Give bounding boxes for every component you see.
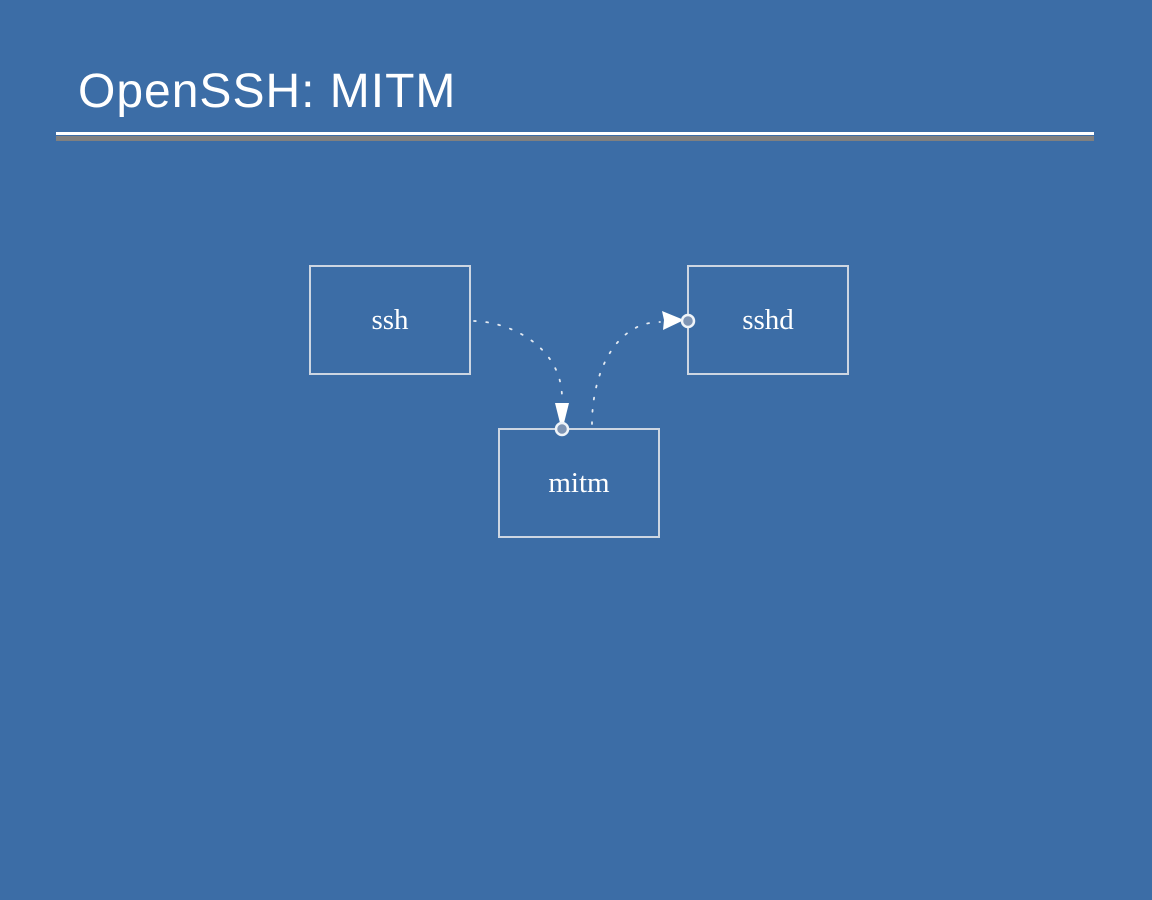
node-label-mitm: mitm <box>548 466 610 499</box>
title-underline-highlight <box>56 132 1094 135</box>
node-label-sshd: sshd <box>742 303 794 336</box>
title-underline-shadow <box>56 136 1094 141</box>
node-box-sshd: sshd <box>687 265 849 375</box>
connector-ssh-to-mitm <box>473 320 570 437</box>
arrowhead-right-icon <box>662 311 684 330</box>
node-label-ssh: ssh <box>371 303 409 336</box>
connector-mitm-to-sshd <box>591 311 696 425</box>
node-box-ssh: ssh <box>309 265 471 375</box>
slide-title: OpenSSH: MITM <box>78 65 457 118</box>
connector-mitm-to-sshd-line <box>591 321 661 425</box>
node-box-mitm: mitm <box>498 428 660 538</box>
connector-ssh-to-mitm-line <box>473 320 563 399</box>
title-underline <box>56 132 1094 141</box>
arrowhead-down-icon <box>555 403 569 423</box>
